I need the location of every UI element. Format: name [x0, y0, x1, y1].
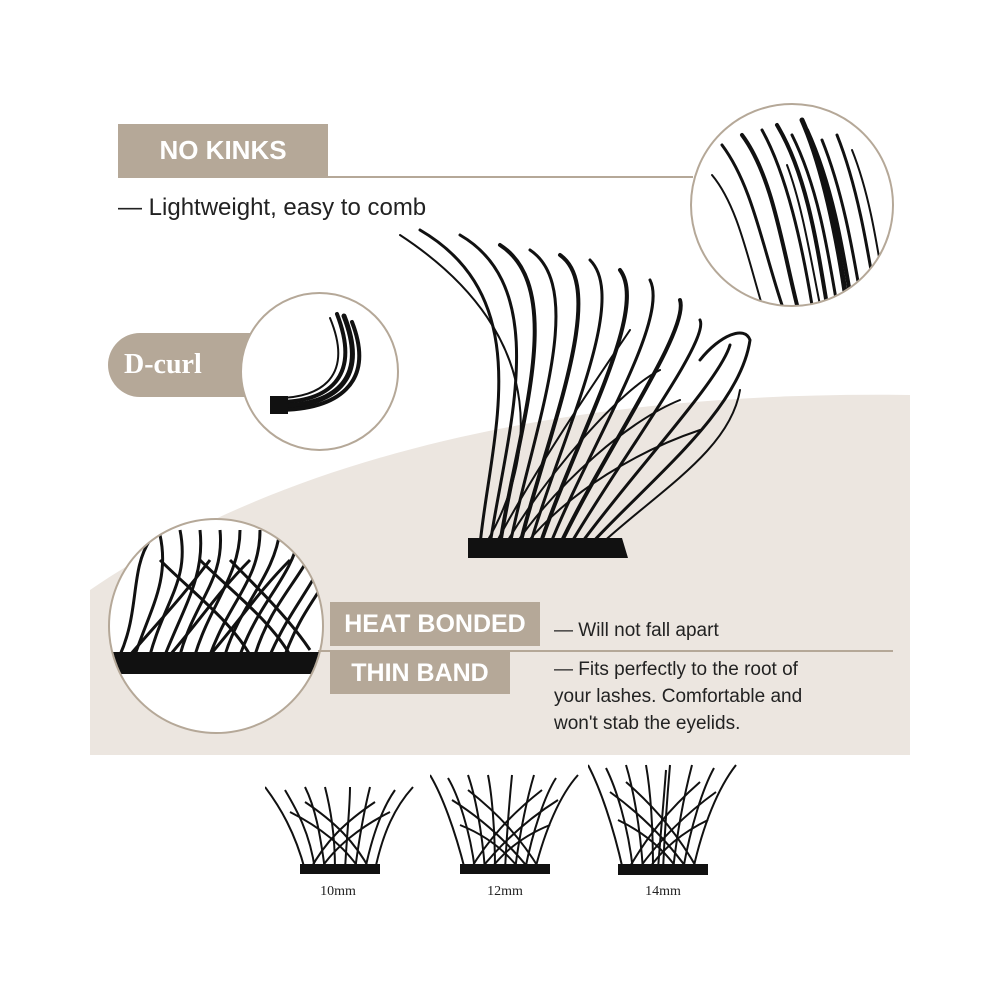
band-closeup-icon [110, 529, 322, 674]
heat-bonded-label: HEAT BONDED [330, 602, 540, 646]
d-curl-title: D-curl [124, 349, 202, 380]
size-label-14mm: 14mm [645, 884, 681, 899]
heat-bonded-title: HEAT BONDED [344, 609, 526, 638]
no-kinks-description: — Lightweight, easy to comb [118, 194, 427, 221]
d-curl-label: D-curl [108, 333, 258, 397]
thin-band-desc-line1: — Fits perfectly to the root of [554, 659, 798, 680]
thin-band-title: THIN BAND [351, 658, 489, 687]
lash-cluster-main-icon [399, 228, 752, 558]
no-kinks-title: NO KINKS [159, 134, 287, 165]
no-kinks-label: NO KINKS [118, 124, 328, 176]
band-zoom-circle [108, 518, 324, 734]
thin-band-label: THIN BAND [330, 652, 510, 694]
thin-band-desc-line2: your lashes. Comfortable and [554, 686, 803, 707]
lash-sample-10mm-icon [265, 786, 414, 874]
heat-bonded-description: — Will not fall apart [554, 620, 719, 641]
d-curl-zoom-circle [240, 292, 399, 451]
size-label-10mm: 10mm [320, 884, 356, 899]
no-kinks-rule [118, 176, 693, 178]
lash-sample-12mm-icon [430, 774, 579, 874]
thin-band-description: — Fits perfectly to the root of your las… [554, 656, 802, 737]
size-label-12mm: 12mm [487, 884, 523, 899]
d-curl-profile-icon [270, 312, 362, 414]
thin-band-rule [318, 650, 893, 652]
thin-band-desc-line3: won't stab the eyelids. [554, 713, 741, 734]
lash-sample-14mm-icon [588, 764, 737, 875]
